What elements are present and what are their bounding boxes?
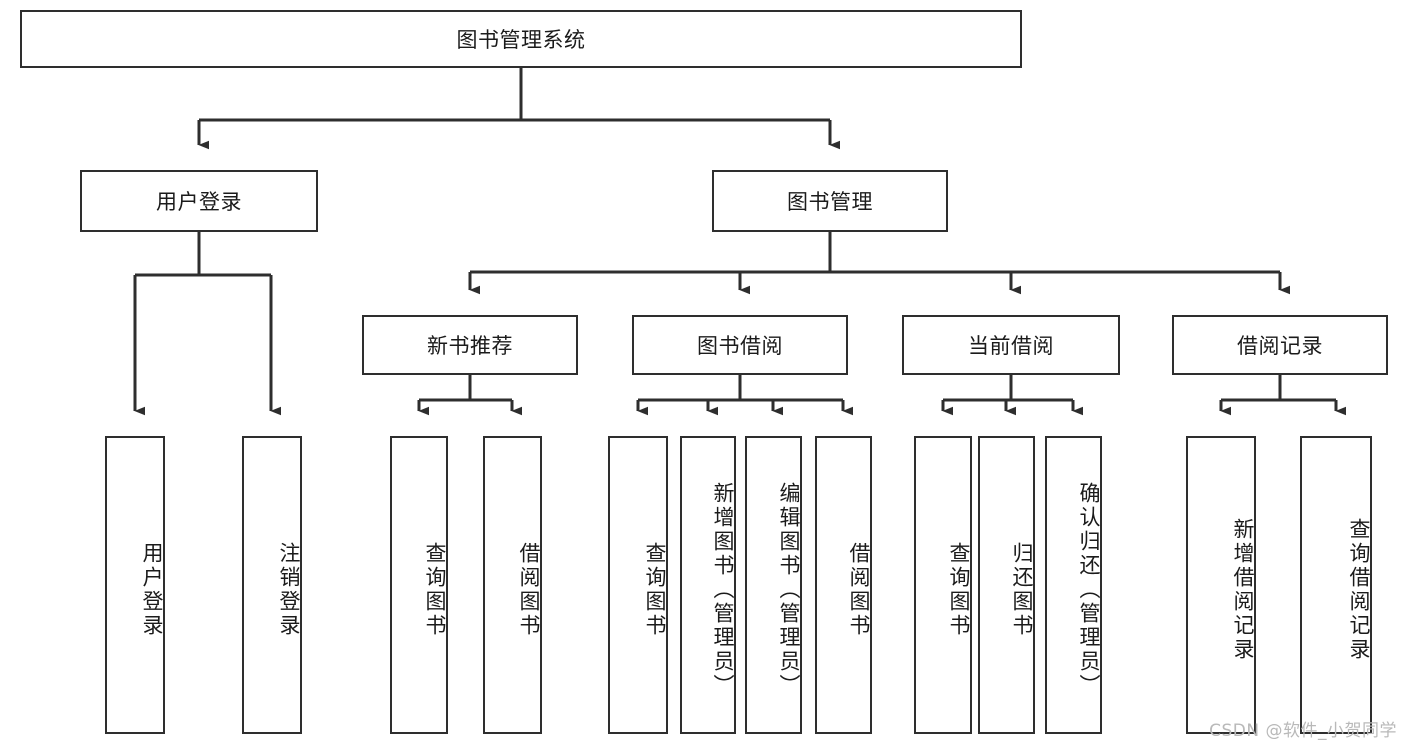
node-leaf-borrow-book[interactable]: 借阅图书 [815, 436, 872, 734]
node-leaf-query-borrow-record-label: 查询借阅记录 [1347, 518, 1371, 662]
node-book-borrow[interactable]: 图书借阅 [632, 315, 848, 375]
node-leaf-query-borrow-record[interactable]: 查询借阅记录 [1300, 436, 1372, 734]
node-leaf-query-book-recommend[interactable]: 查询图书 [390, 436, 448, 734]
node-borrow-record-label: 借阅记录 [1237, 334, 1323, 358]
node-leaf-add-book[interactable]: 新增图书（管理员） [680, 436, 736, 734]
node-leaf-query-book-recommend-label: 查询图书 [423, 542, 447, 638]
node-user-login-label: 用户登录 [156, 190, 242, 214]
node-user-login[interactable]: 用户登录 [80, 170, 318, 232]
node-current-borrow[interactable]: 当前借阅 [902, 315, 1120, 375]
node-leaf-user-login-label: 用户登录 [140, 542, 164, 638]
node-leaf-borrow-book-recommend-label: 借阅图书 [517, 542, 541, 638]
csdn-watermark: CSDN @软件_小贺同学 [1209, 721, 1397, 741]
node-leaf-return-book[interactable]: 归还图书 [978, 436, 1035, 734]
node-leaf-query-book-current[interactable]: 查询图书 [914, 436, 972, 734]
node-leaf-user-login[interactable]: 用户登录 [105, 436, 165, 734]
node-leaf-query-book-borrow-label: 查询图书 [643, 542, 667, 638]
node-book-manage-label: 图书管理 [787, 190, 873, 214]
node-borrow-record[interactable]: 借阅记录 [1172, 315, 1388, 375]
node-leaf-borrow-book-label: 借阅图书 [847, 542, 871, 638]
node-leaf-edit-book[interactable]: 编辑图书（管理员） [745, 436, 802, 734]
node-new-book-recommend-label: 新书推荐 [427, 334, 513, 358]
node-root[interactable]: 图书管理系统 [20, 10, 1022, 68]
node-leaf-query-book-current-label: 查询图书 [947, 542, 971, 638]
node-leaf-query-book-borrow[interactable]: 查询图书 [608, 436, 668, 734]
node-leaf-confirm-return-label: 确认归还（管理员） [1077, 482, 1101, 698]
node-new-book-recommend[interactable]: 新书推荐 [362, 315, 578, 375]
node-leaf-logout-label: 注销登录 [277, 542, 301, 638]
node-leaf-confirm-return[interactable]: 确认归还（管理员） [1045, 436, 1102, 734]
node-current-borrow-label: 当前借阅 [968, 334, 1054, 358]
node-leaf-return-book-label: 归还图书 [1010, 542, 1034, 638]
node-leaf-borrow-book-recommend[interactable]: 借阅图书 [483, 436, 542, 734]
node-book-borrow-label: 图书借阅 [697, 334, 783, 358]
node-book-manage[interactable]: 图书管理 [712, 170, 948, 232]
node-leaf-add-book-label: 新增图书（管理员） [711, 482, 735, 698]
node-leaf-add-borrow-record[interactable]: 新增借阅记录 [1186, 436, 1256, 734]
node-leaf-add-borrow-record-label: 新增借阅记录 [1231, 518, 1255, 662]
node-leaf-edit-book-label: 编辑图书（管理员） [777, 482, 801, 698]
node-leaf-logout[interactable]: 注销登录 [242, 436, 302, 734]
node-root-label: 图书管理系统 [456, 28, 586, 52]
